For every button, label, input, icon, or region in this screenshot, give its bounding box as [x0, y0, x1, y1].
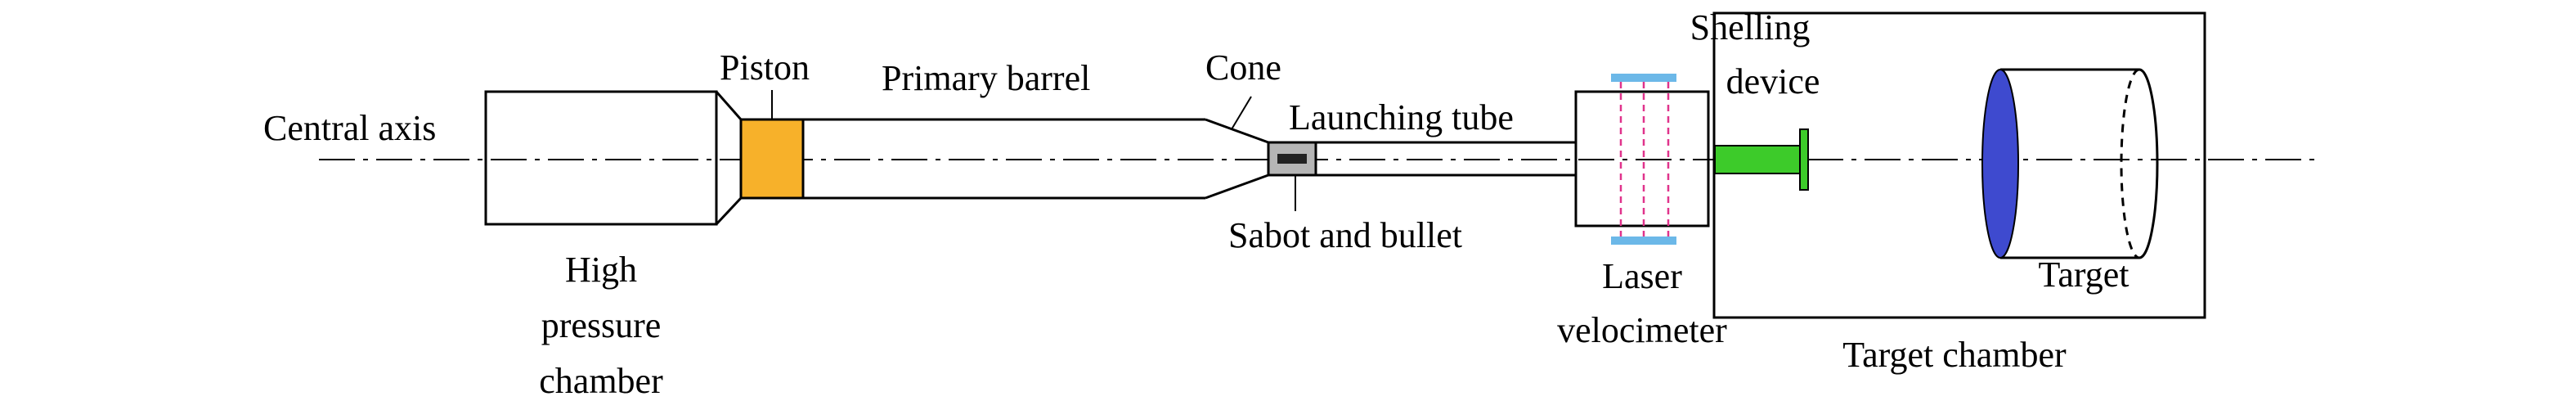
high-pressure-label-line3: chamber: [539, 361, 663, 401]
chamber-taper-bottom: [715, 196, 743, 226]
laser-mount-bottom: [1611, 237, 1676, 245]
laser-mount-top: [1611, 74, 1676, 82]
shelling-device-label-line1: Shelling: [1690, 7, 1811, 47]
cone-label: Cone: [1205, 47, 1281, 88]
target-back-arc-solid: [2138, 68, 2159, 259]
shelling-device-flange: [1799, 128, 1809, 191]
target-label: Target: [2039, 255, 2129, 295]
cone-leader: [1231, 96, 1252, 130]
chamber-taper-top: [715, 91, 743, 120]
target-face: [1981, 69, 2019, 259]
piston-label: Piston: [720, 47, 810, 88]
target-chamber-label: Target chamber: [1842, 335, 2067, 375]
piston: [739, 118, 805, 200]
high-pressure-label-line1: High: [565, 250, 637, 290]
high-pressure-label-line2: pressure: [541, 305, 662, 345]
laser-velocimeter-box: [1574, 90, 1710, 228]
sabot-and-bullet-label: Sabot and bullet: [1228, 215, 1462, 255]
primary-barrel-label: Primary barrel: [882, 58, 1090, 98]
shelling-device: [1714, 145, 1801, 174]
central-axis-label: Central axis: [263, 108, 436, 148]
bullet: [1277, 154, 1307, 164]
cone-bottom: [1205, 173, 1269, 200]
launching-tube-label: Launching tube: [1289, 97, 1514, 137]
target-back-arc-dashed: [2120, 68, 2140, 259]
laser-velocimeter-label-line1: Laser: [1602, 256, 1682, 296]
laser-velocimeter-label-line2: velocimeter: [1557, 310, 1727, 350]
cone-top: [1205, 118, 1269, 144]
high-pressure-chamber: [484, 90, 718, 226]
shelling-device-label-line2: device: [1726, 61, 1820, 101]
